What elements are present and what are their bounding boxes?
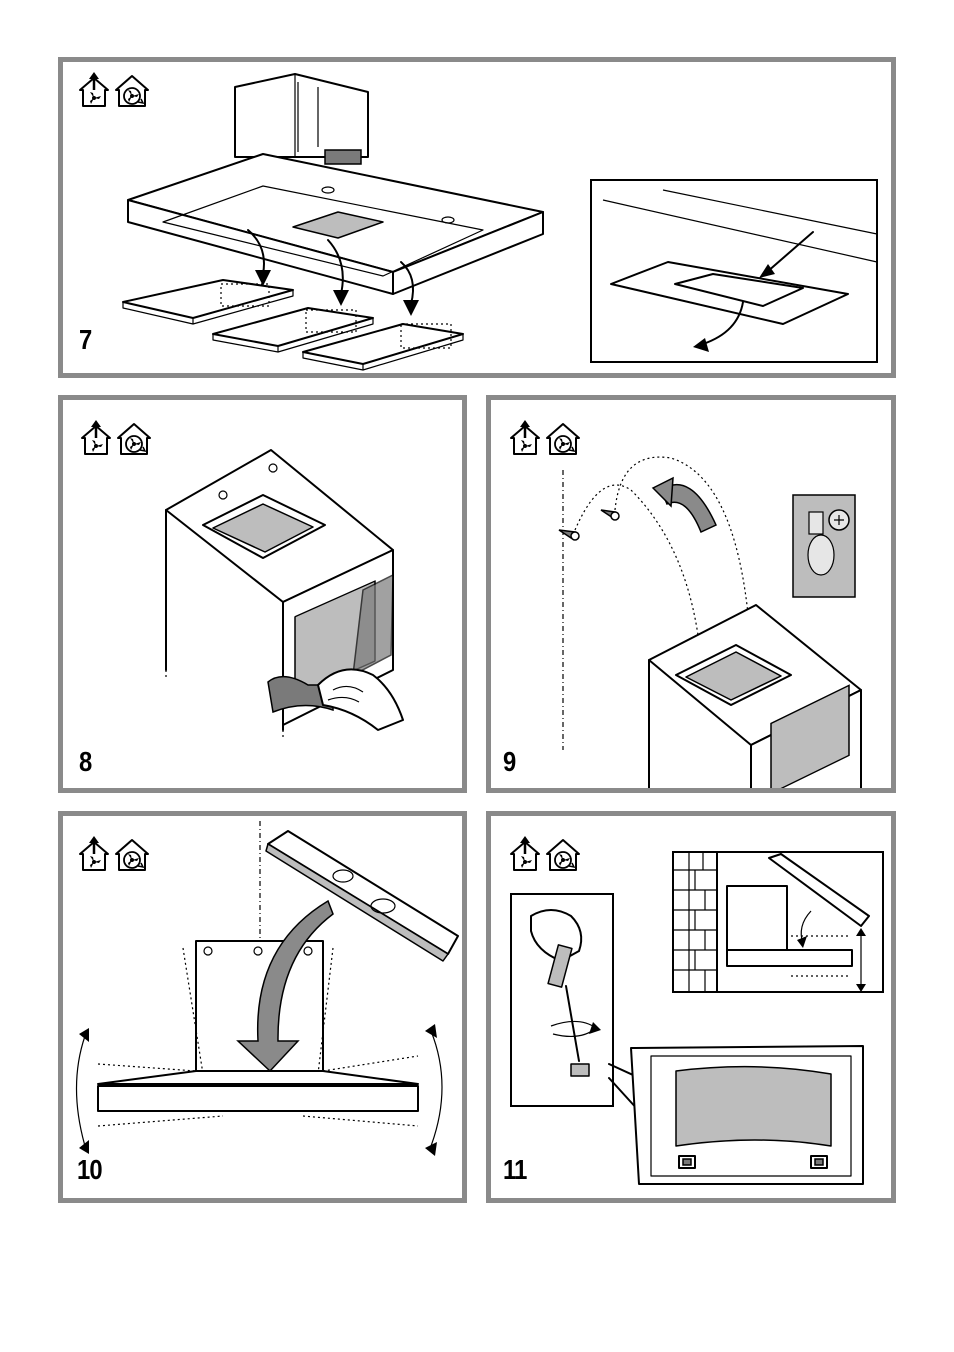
step-11-panel: 11 [486,811,896,1203]
step-11-illustration [491,816,891,1198]
step-7-panel: 7 [58,57,896,378]
step-10-illustration [63,816,462,1198]
mode-icons [80,836,148,870]
step-10-panel: 10 [58,811,467,1203]
step-7-illustration [63,62,891,373]
step-number: 8 [79,746,91,778]
mode-icons [82,420,150,454]
step-8-panel: 8 [58,395,467,793]
step-9-illustration [491,400,891,788]
mode-icons [511,836,579,870]
step-number: 10 [77,1154,102,1186]
step-number: 9 [503,746,515,778]
step-9-panel: 9 [486,395,896,793]
mode-icons [511,420,579,454]
mode-icons [80,72,148,106]
step-number: 11 [503,1154,526,1186]
step-number: 7 [79,324,91,356]
step-8-illustration [63,400,462,788]
